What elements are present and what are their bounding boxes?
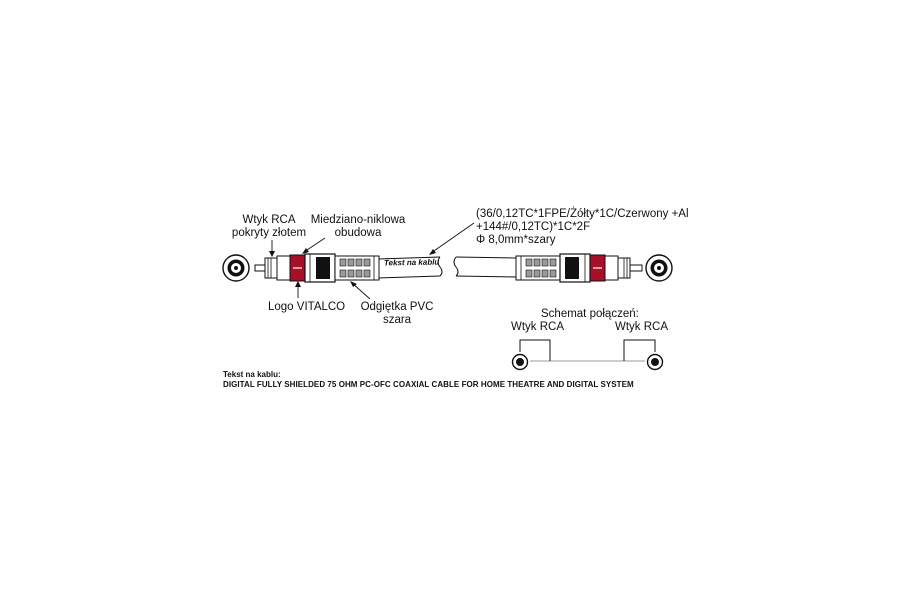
- cable-spec-line1: (36/0,12TC*1FPE/Żółty*1C/Czerwony +Al: [476, 208, 689, 220]
- cable-text-content: DIGITAL FULLY SHIELDED 75 OHM PC-OFC COA…: [223, 380, 634, 389]
- cable-text-heading: Tekst na kablu:: [223, 370, 281, 379]
- left-connector: [254, 253, 380, 283]
- cable-spec-line2: +144#/0,12TC)*1C*2F: [476, 221, 591, 233]
- housing-label: Miedziano-niklowa obudowa: [303, 214, 413, 240]
- housing-label-line2: obudowa: [334, 227, 382, 239]
- cable-right: [453, 256, 517, 278]
- housing-label-line1: Miedziano-niklowa: [310, 214, 406, 226]
- right-connector: [515, 253, 643, 283]
- strain-relief-label: Odgiętka PVC szara: [352, 301, 442, 327]
- schematic-left-label: Wtyk RCA: [511, 321, 565, 333]
- left-end-view: [222, 254, 250, 282]
- connection-schematic: [511, 339, 664, 371]
- logo-label: Logo VITALCO: [268, 301, 346, 313]
- strain-relief-label-line2: szara: [382, 314, 412, 326]
- leader-lines: [269, 222, 475, 300]
- schematic-right-label: Wtyk RCA: [615, 321, 669, 333]
- plug-label: Wtyk RCA pokryty złotem: [224, 214, 314, 240]
- plug-label-line1: Wtyk RCA: [242, 214, 296, 226]
- cable-left: [378, 256, 443, 279]
- schematic-title: Schemat połączeń:: [541, 308, 639, 320]
- strain-relief-label-line1: Odgiętka PVC: [360, 301, 434, 313]
- right-end-view: [645, 254, 673, 282]
- plug-label-line2: pokryty złotem: [231, 227, 307, 239]
- cable-text-label: Tekst na kablu: [383, 257, 440, 268]
- cable-spec-line3: Φ 8,0mm*szary: [476, 234, 556, 246]
- cable-spec: (36/0,12TC*1FPE/Żółty*1C/Czerwony +Al +1…: [476, 208, 689, 247]
